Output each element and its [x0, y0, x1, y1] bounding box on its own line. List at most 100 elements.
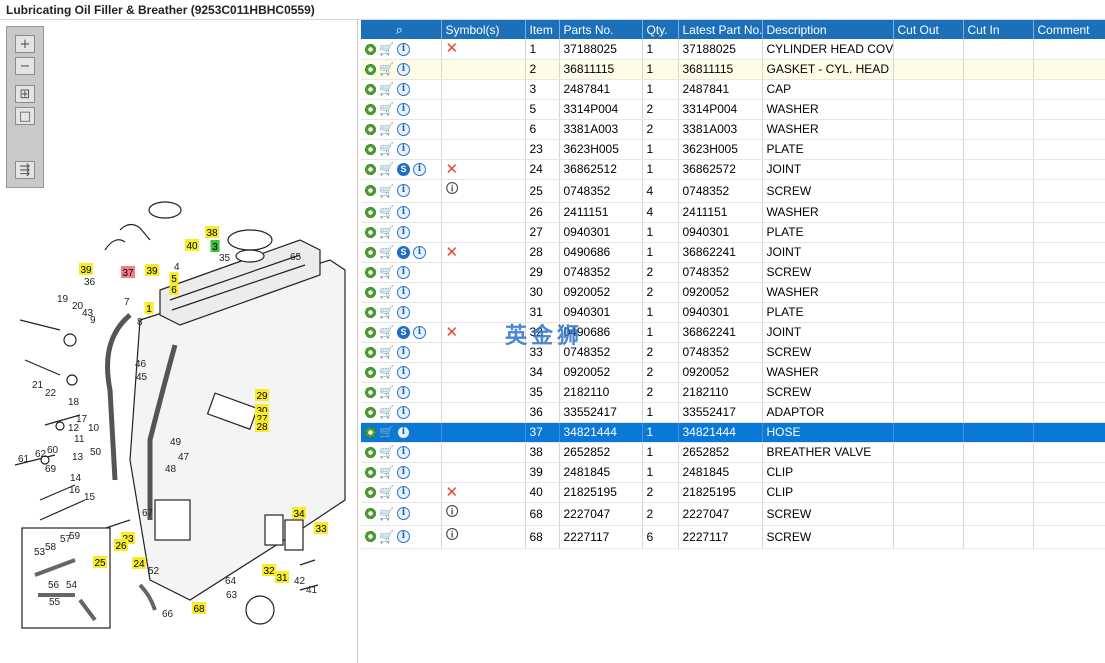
info-icon[interactable]: i: [396, 184, 410, 198]
part-no-cell[interactable]: 0748352: [559, 262, 643, 283]
gear-icon[interactable]: [365, 326, 376, 338]
gear-icon[interactable]: [365, 531, 376, 543]
fit-window-icon[interactable]: □: [15, 107, 35, 125]
callout-25[interactable]: 25: [93, 556, 107, 569]
part-no-cell[interactable]: 0490686: [559, 242, 643, 263]
latest-part-cell[interactable]: 3623H005: [678, 139, 763, 160]
callout-31[interactable]: 31: [275, 571, 289, 584]
search-column-header[interactable]: ⌕: [361, 20, 442, 39]
latest-part-cell[interactable]: 3381A003: [678, 119, 763, 140]
info-icon[interactable]: i: [396, 102, 410, 116]
cart-icon[interactable]: 🛒: [379, 529, 394, 544]
part-no-cell[interactable]: 21825195: [559, 482, 643, 503]
callout-40[interactable]: 40: [185, 239, 199, 252]
callout-37[interactable]: 37: [121, 266, 135, 279]
cart-icon[interactable]: 🛒: [379, 205, 394, 220]
latest-part-cell[interactable]: 2487841: [678, 79, 763, 100]
info-icon[interactable]: i: [396, 62, 410, 76]
latest-part-cell[interactable]: 0940301: [678, 302, 763, 323]
latest-part-cell[interactable]: 0748352: [678, 342, 763, 363]
export-icon[interactable]: ⇶: [15, 161, 35, 179]
cart-icon[interactable]: 🛒: [379, 162, 394, 177]
column-header-cut-out[interactable]: Cut Out: [893, 20, 964, 39]
latest-part-cell[interactable]: 2481845: [678, 462, 763, 483]
part-no-cell[interactable]: 2411151: [559, 202, 643, 223]
latest-part-cell[interactable]: 3314P004: [678, 99, 763, 120]
callout-1[interactable]: 1: [144, 302, 154, 315]
info-icon[interactable]: i: [396, 285, 410, 299]
gear-icon[interactable]: [365, 286, 376, 298]
part-no-cell[interactable]: 0490686: [559, 322, 643, 343]
gear-icon[interactable]: [365, 185, 376, 197]
latest-part-cell[interactable]: 33552417: [678, 402, 763, 423]
column-header-comment[interactable]: Comment: [1033, 20, 1105, 39]
cart-icon[interactable]: 🛒: [379, 325, 394, 340]
gear-icon[interactable]: [365, 43, 376, 55]
info-icon[interactable]: i: [412, 325, 426, 339]
info-icon[interactable]: i: [396, 142, 410, 156]
latest-part-cell[interactable]: 0940301: [678, 222, 763, 243]
latest-part-cell[interactable]: 2411151: [678, 202, 763, 223]
part-no-cell[interactable]: 3314P004: [559, 99, 643, 120]
part-no-cell[interactable]: 0748352: [559, 342, 643, 363]
info-icon[interactable]: i: [396, 122, 410, 136]
cart-icon[interactable]: 🛒: [379, 285, 394, 300]
latest-part-cell[interactable]: 2652852: [678, 442, 763, 463]
gear-icon[interactable]: [365, 508, 376, 520]
part-no-cell[interactable]: 0748352: [559, 179, 643, 203]
info-icon[interactable]: i: [396, 205, 410, 219]
gear-icon[interactable]: [365, 406, 376, 418]
info-icon[interactable]: i: [396, 530, 410, 544]
latest-part-cell[interactable]: 36862572: [678, 159, 763, 180]
latest-part-cell[interactable]: 0920052: [678, 282, 763, 303]
part-no-cell[interactable]: 0940301: [559, 222, 643, 243]
cart-icon[interactable]: 🛒: [379, 305, 394, 320]
cart-icon[interactable]: 🛒: [379, 485, 394, 500]
info-icon[interactable]: i: [396, 507, 410, 521]
latest-part-cell[interactable]: 2227047: [678, 502, 763, 526]
part-no-cell[interactable]: 2481845: [559, 462, 643, 483]
cart-icon[interactable]: 🛒: [379, 102, 394, 117]
part-no-cell[interactable]: 34821444: [559, 422, 643, 443]
zoom-out-icon[interactable]: −: [15, 57, 35, 75]
gear-icon[interactable]: [365, 306, 376, 318]
cart-icon[interactable]: 🛒: [379, 183, 394, 198]
latest-part-cell[interactable]: 36862241: [678, 322, 763, 343]
gear-icon[interactable]: [365, 426, 376, 438]
gear-icon[interactable]: [365, 226, 376, 238]
gear-icon[interactable]: [365, 486, 376, 498]
latest-part-cell[interactable]: 2182110: [678, 382, 763, 403]
gear-icon[interactable]: [365, 246, 376, 258]
info-icon[interactable]: i: [396, 82, 410, 96]
info-icon[interactable]: i: [396, 365, 410, 379]
part-no-cell[interactable]: 0920052: [559, 282, 643, 303]
gear-icon[interactable]: [365, 123, 376, 135]
callout-3[interactable]: 3: [210, 240, 220, 253]
column-header-cut-in[interactable]: Cut In: [963, 20, 1034, 39]
column-header-symbols[interactable]: Symbol(s): [441, 20, 526, 39]
latest-part-cell[interactable]: 0748352: [678, 262, 763, 283]
info-icon[interactable]: i: [396, 445, 410, 459]
part-no-cell[interactable]: 2227117: [559, 525, 643, 549]
supersession-icon[interactable]: S: [396, 325, 410, 339]
callout-39[interactable]: 39: [79, 263, 93, 276]
callout-29[interactable]: 29: [255, 389, 269, 402]
gear-icon[interactable]: [365, 366, 376, 378]
part-no-cell[interactable]: 37188025: [559, 39, 643, 60]
gear-icon[interactable]: [365, 346, 376, 358]
latest-part-cell[interactable]: 2227117: [678, 525, 763, 549]
info-icon[interactable]: i: [396, 265, 410, 279]
part-no-cell[interactable]: 33552417: [559, 402, 643, 423]
column-header-qty[interactable]: Qty.: [642, 20, 679, 39]
part-no-cell[interactable]: 3623H005: [559, 139, 643, 160]
